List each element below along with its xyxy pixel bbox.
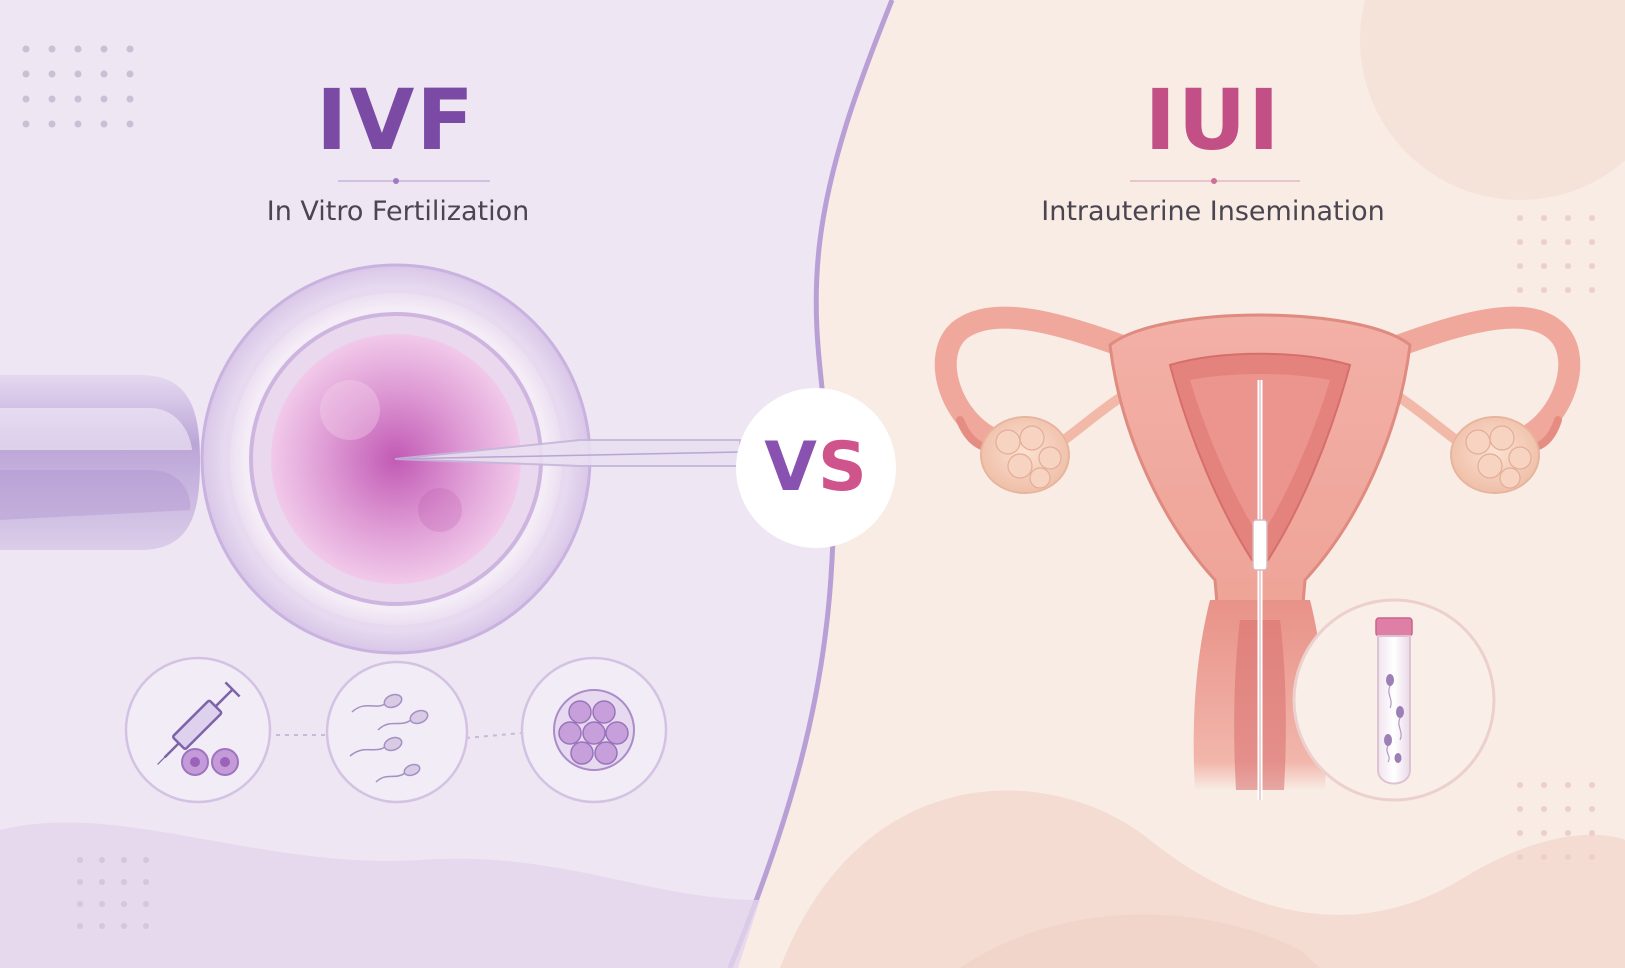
- iui-title-divider: [1130, 178, 1300, 184]
- dot-grid-top-left: [22, 45, 134, 128]
- sperm-icon: [325, 660, 469, 804]
- uterus-illustration: [934, 306, 1581, 800]
- sperm-test-tube-icon: [1292, 598, 1496, 802]
- embryo-icon: [520, 656, 668, 804]
- vs-label-v: V: [764, 428, 818, 507]
- vs-badge: [736, 388, 896, 548]
- iui-title: IUI: [1144, 71, 1282, 169]
- ivf-subtitle: In Vitro Fertilization: [266, 196, 530, 227]
- egg-icsi-illustration: [200, 263, 741, 655]
- dot-grid-bottom-left: [77, 857, 149, 929]
- vs-label-s: S: [817, 428, 868, 507]
- vs-label: VS: [736, 431, 896, 505]
- iui-subtitle: Intrauterine Insemination: [1041, 196, 1385, 227]
- ivf-title-divider: [338, 178, 490, 184]
- holding-pipette-illustration: [0, 375, 200, 550]
- dot-grid-right-top: [1517, 215, 1595, 293]
- dot-grid-right-bottom: [1517, 782, 1595, 860]
- ivf-title: IVF: [316, 71, 476, 169]
- syringe-eggs-icon: [124, 656, 272, 804]
